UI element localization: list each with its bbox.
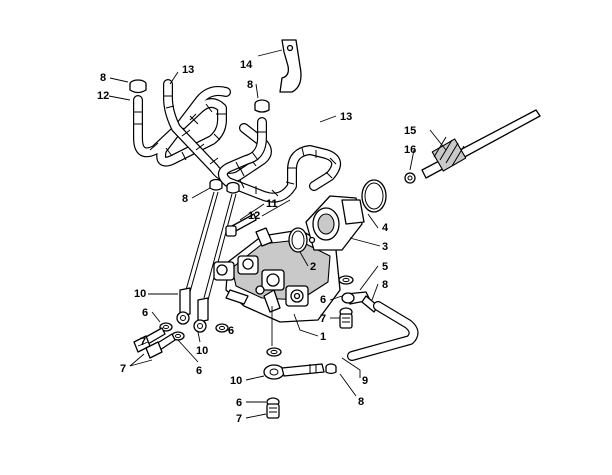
hose-bracket <box>279 39 302 93</box>
oil-feed-lines <box>185 191 237 301</box>
callout-10-lower: 10 <box>230 375 242 387</box>
washer-left-b <box>171 331 185 341</box>
callout-7-left-b: 7 <box>120 363 126 375</box>
o-ring-flange <box>288 227 308 253</box>
callout-8-top-left: 8 <box>100 72 106 84</box>
hose-clamp-mid-b <box>226 181 240 194</box>
banjo-fitting-left-b <box>193 297 209 333</box>
callout-13-top: 13 <box>182 64 194 76</box>
hose-clamp-top-center <box>254 99 270 113</box>
callout-4: 4 <box>382 222 389 234</box>
callout-12-mid: 12 <box>248 210 260 222</box>
oil-hose-right <box>217 117 341 203</box>
oil-pump-body <box>213 227 341 323</box>
washer-left-c <box>215 323 229 333</box>
callout-9: 9 <box>362 375 368 387</box>
callout-8-top-center: 8 <box>247 79 253 91</box>
callout-8-mid: 8 <box>182 193 188 205</box>
callout-6-left-a: 6 <box>142 307 148 319</box>
o-ring-shaft <box>361 179 387 213</box>
pump-flange-cover <box>305 195 365 251</box>
washer-lower <box>266 347 282 357</box>
callout-13-right: 13 <box>340 111 352 123</box>
callout-10-left: 10 <box>134 288 146 300</box>
hose-clamp-top-left <box>129 79 147 94</box>
callout-6-right: 6 <box>320 294 326 306</box>
callout-7-left-a: 7 <box>140 336 146 348</box>
callout-6-lower: 6 <box>236 397 242 409</box>
oil-hose-left <box>133 86 231 167</box>
hose-clamp-mid-a <box>209 178 223 191</box>
callout-7-lower: 7 <box>236 413 242 425</box>
callout-8-lower: 8 <box>358 396 364 408</box>
leader-lines <box>108 49 447 419</box>
callout-11: 11 <box>266 198 278 210</box>
callout-8-right: 8 <box>382 279 388 291</box>
callout-10-left-b: 10 <box>196 345 208 357</box>
callout-12-top-left: 12 <box>97 90 109 102</box>
callout-14: 14 <box>240 59 253 71</box>
oil-hose-lower <box>347 301 419 361</box>
banjo-bolt-right <box>339 307 353 329</box>
callout-16: 16 <box>404 144 416 156</box>
banjo-fitting-lower <box>263 363 325 380</box>
callout-6-left-b: 6 <box>196 365 202 377</box>
drive-shaft-gear <box>404 109 541 184</box>
banjo-bolt-lower <box>266 397 280 419</box>
callout-5: 5 <box>382 261 388 273</box>
callout-3: 3 <box>382 241 388 253</box>
banjo-bolt-left-b <box>145 333 176 359</box>
hose-clamp-lower <box>325 363 337 375</box>
callout-1: 1 <box>320 331 326 343</box>
callout-7-right: 7 <box>320 313 326 325</box>
callout-6-center: 6 <box>228 325 234 337</box>
washer-right <box>338 275 354 285</box>
callout-2: 2 <box>310 261 316 273</box>
callout-15: 15 <box>404 125 416 137</box>
banjo-fitting-left-a <box>176 287 191 325</box>
mounting-bolt <box>225 213 257 237</box>
